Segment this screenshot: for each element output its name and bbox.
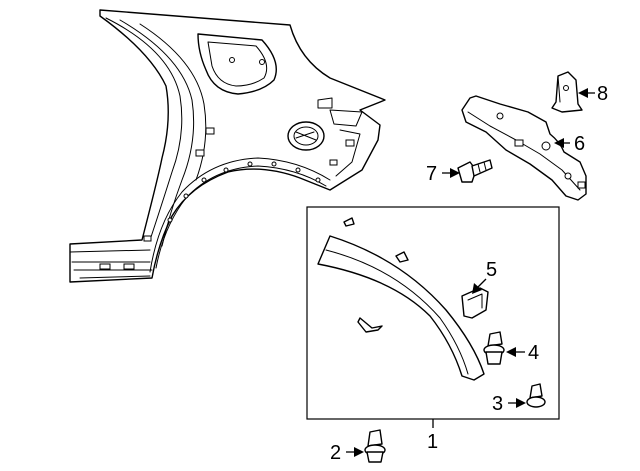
bracket-part-8: [551, 71, 583, 113]
callout-number-3: 3: [492, 393, 503, 415]
callout-arrow-3: [508, 398, 526, 408]
wheel-molding-part-1: [317, 217, 485, 381]
callout-arrow-6: [554, 138, 570, 148]
callout-number-1: 1: [427, 431, 438, 453]
fuel-door: [287, 121, 325, 151]
callout-number-7: 7: [426, 163, 437, 185]
callout-number-4: 4: [528, 342, 539, 364]
callout-number-5: 5: [486, 259, 497, 281]
bracket-part-6: [461, 95, 587, 201]
callout-arrow-7: [442, 168, 460, 178]
callout-arrow-8: [578, 88, 595, 98]
screw-part-7: [457, 159, 493, 183]
clip-part-4: [483, 331, 505, 365]
callout-arrow-2: [346, 447, 364, 457]
callout-number-6: 6: [574, 133, 585, 155]
callout-arrow-4: [506, 347, 525, 357]
clip-part-3: [526, 383, 546, 408]
quarter-panel: [69, 9, 386, 283]
callout-number-8: 8: [597, 83, 608, 105]
callout-number-2: 2: [330, 442, 341, 464]
clip-part-5: [461, 287, 489, 319]
clip-part-2: [364, 429, 386, 463]
callout-arrow-5: [472, 278, 487, 294]
